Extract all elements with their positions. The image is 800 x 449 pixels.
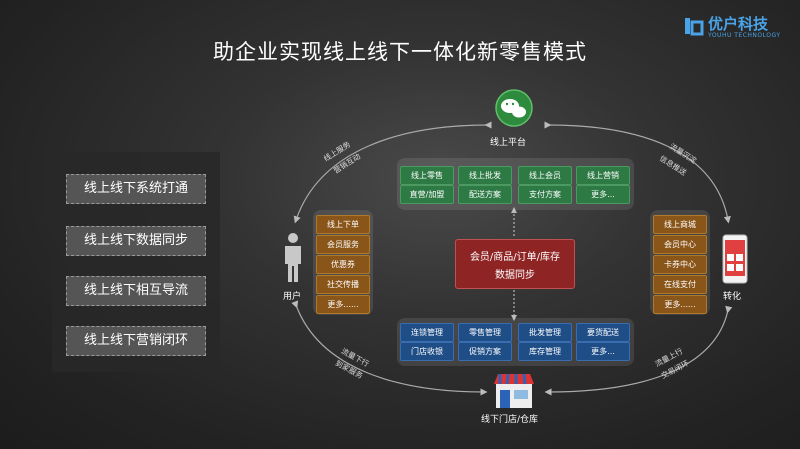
node-online-platform: 线上平台 xyxy=(490,138,527,148)
feature-delivery-plan: 配送方案 xyxy=(458,185,512,204)
summary-item: 线上线下系统打通 xyxy=(66,174,206,204)
feature-online-payment: 在线支付 xyxy=(653,275,707,294)
feature-inventory-management: 库存管理 xyxy=(518,342,572,361)
feature-online-order: 线上下单 xyxy=(316,215,370,234)
feature-direct-franchise: 直营/加盟 xyxy=(400,185,454,204)
arc-bottom-right xyxy=(544,305,733,396)
feature-more-online: 更多... xyxy=(576,185,630,204)
feature-online-retail: 线上零售 xyxy=(400,166,454,185)
node-user: 用户 xyxy=(283,292,302,302)
feature-chain-management: 连锁管理 xyxy=(400,323,454,342)
feature-social-sharing: 社交传播 xyxy=(316,275,370,294)
left-summary-panel: 线上线下系统打通 线上线下数据同步 线上线下相互导流 线上线下营销闭环 xyxy=(52,152,220,372)
logo-subtitle: YOUHU TECHNOLOGY xyxy=(708,32,781,39)
user-icon xyxy=(285,233,301,282)
arc-top-left xyxy=(293,121,492,224)
arc-top-right xyxy=(544,121,731,224)
summary-item: 线上线下营销闭环 xyxy=(66,326,206,356)
feature-member-center: 会员中心 xyxy=(653,235,707,254)
company-logo: 优户科技 YOUHU TECHNOLOGY xyxy=(684,12,794,46)
feature-payment-plan: 支付方案 xyxy=(518,185,572,204)
wechat-icon xyxy=(495,89,533,127)
summary-item: 线上线下相互导流 xyxy=(66,276,206,306)
feature-coupon-center: 卡券中心 xyxy=(653,255,707,274)
data-sync-subtitle: 数据同步 xyxy=(495,270,535,281)
feature-coupon: 优惠券 xyxy=(316,255,370,274)
arc-bottom-left xyxy=(291,300,488,396)
feature-retail-management: 零售管理 xyxy=(458,323,512,342)
feature-more-user: 更多...... xyxy=(316,295,370,314)
feature-online-member: 线上会员 xyxy=(518,166,572,185)
page-title: 助企业实现线上线下一体化新零售模式 xyxy=(213,40,587,64)
feature-online-marketing: 线上营销 xyxy=(576,166,630,185)
feature-promotion-plan: 促销方案 xyxy=(458,342,512,361)
feature-wholesale-management: 批发管理 xyxy=(518,323,572,342)
node-store-warehouse: 线下门店/仓库 xyxy=(481,415,539,425)
feature-online-mall: 线上商城 xyxy=(653,215,707,234)
feature-more-conversion: 更多...... xyxy=(653,295,707,314)
feature-more-offline: 更多... xyxy=(576,342,630,361)
node-conversion: 转化 xyxy=(723,292,742,302)
feature-store-cashier: 门店收银 xyxy=(400,342,454,361)
feature-member-service: 会员服务 xyxy=(316,235,370,254)
summary-item: 线上线下数据同步 xyxy=(66,226,206,256)
feature-online-wholesale: 线上批发 xyxy=(458,166,512,185)
data-sync-box: 会员/商品/订单/库存 数据同步 xyxy=(455,239,575,289)
feature-stock-distribution: 要货配送 xyxy=(576,323,630,342)
logo-mark-icon xyxy=(685,18,704,36)
data-sync-title: 会员/商品/订单/库存 xyxy=(469,252,561,263)
logo-name: 优户科技 xyxy=(708,15,769,33)
phone-icon xyxy=(722,234,748,284)
store-icon xyxy=(494,373,534,408)
